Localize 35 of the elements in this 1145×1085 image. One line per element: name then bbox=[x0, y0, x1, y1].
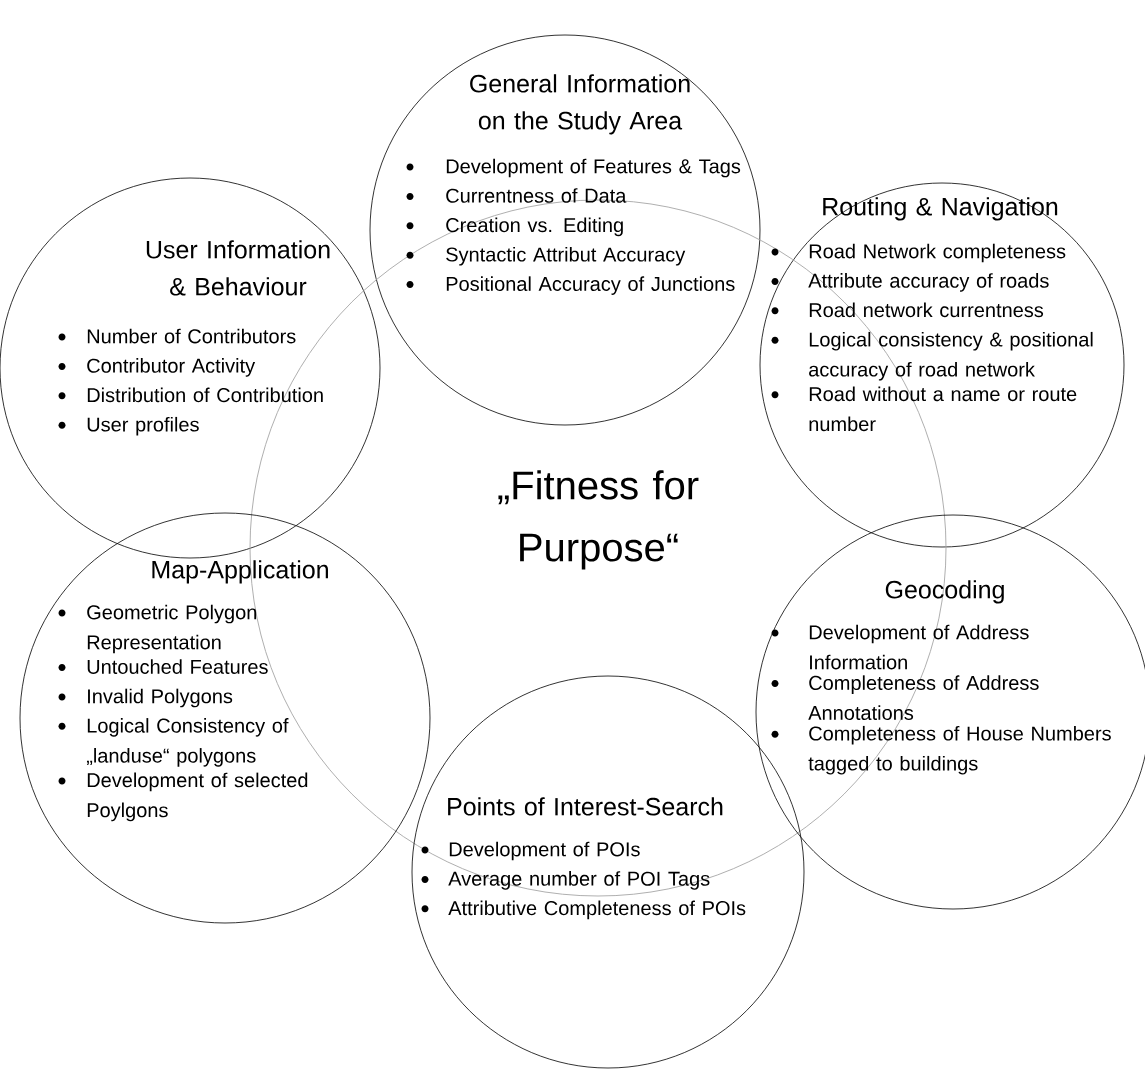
bullet-item: Road without a name or route number bbox=[809, 386, 1077, 432]
circle bbox=[369, 34, 761, 426]
heading: Map-Application bbox=[152, 560, 328, 584]
bullet-item: Development of POIs bbox=[449, 841, 640, 861]
bullet-item: Average number of POI Tags bbox=[448, 871, 710, 890]
bullet-item: Attributive Completeness of POIs bbox=[448, 900, 746, 920]
bullet-item: Completeness of House Numbers tagged to buildings bbox=[808, 725, 1111, 775]
bullet-item: Geometric Polygon Representation bbox=[87, 604, 257, 654]
bullet-item: Development of Features & Tags bbox=[446, 158, 741, 178]
heading: General Information on the Study Area bbox=[470, 74, 690, 135]
bullet-item: Road network currentness bbox=[809, 302, 1044, 318]
heading: Geocoding bbox=[885, 580, 1004, 604]
bullet-item: Number of Contributors bbox=[87, 328, 296, 344]
bullet-item: Invalid Polygons bbox=[88, 688, 233, 708]
bullet-item: Creation vs. Editing bbox=[446, 217, 623, 237]
bullet-item: Road Network completeness bbox=[809, 243, 1066, 263]
bullet-item: Logical Consistency of „landuse“ polygons bbox=[86, 718, 289, 767]
bullet-item: Logical consistency & positional accuracy of road network bbox=[809, 331, 1093, 381]
bullet-item: Attribute accuracy of roads bbox=[808, 273, 1049, 292]
bullet-item: Currentness of Data bbox=[446, 188, 627, 203]
bullet-item: Untouched Features bbox=[87, 659, 268, 674]
bullet-item: Development of selected Poylgons bbox=[87, 772, 308, 822]
circle bbox=[411, 675, 805, 1069]
heading: User Information & Behaviour bbox=[146, 240, 330, 296]
bullet-item: Syntactic Attribut Accuracy bbox=[446, 246, 686, 266]
bullet-item: Positional Accuracy of Junctions bbox=[446, 276, 735, 295]
bullet-item: Development of Address Information bbox=[809, 624, 1029, 670]
circle bbox=[19, 512, 431, 924]
bullet-item: Completeness of Address Annotations bbox=[808, 675, 1039, 720]
heading: Points of Interest-Search bbox=[448, 797, 723, 816]
bullet-item: Distribution of Contribution bbox=[87, 387, 323, 403]
bullet-item: Contributor Activity bbox=[87, 358, 256, 377]
circle bbox=[759, 182, 1125, 548]
bullet-item: User profiles bbox=[87, 416, 199, 436]
center-title: „Fitness for Purpose“ bbox=[498, 470, 699, 570]
